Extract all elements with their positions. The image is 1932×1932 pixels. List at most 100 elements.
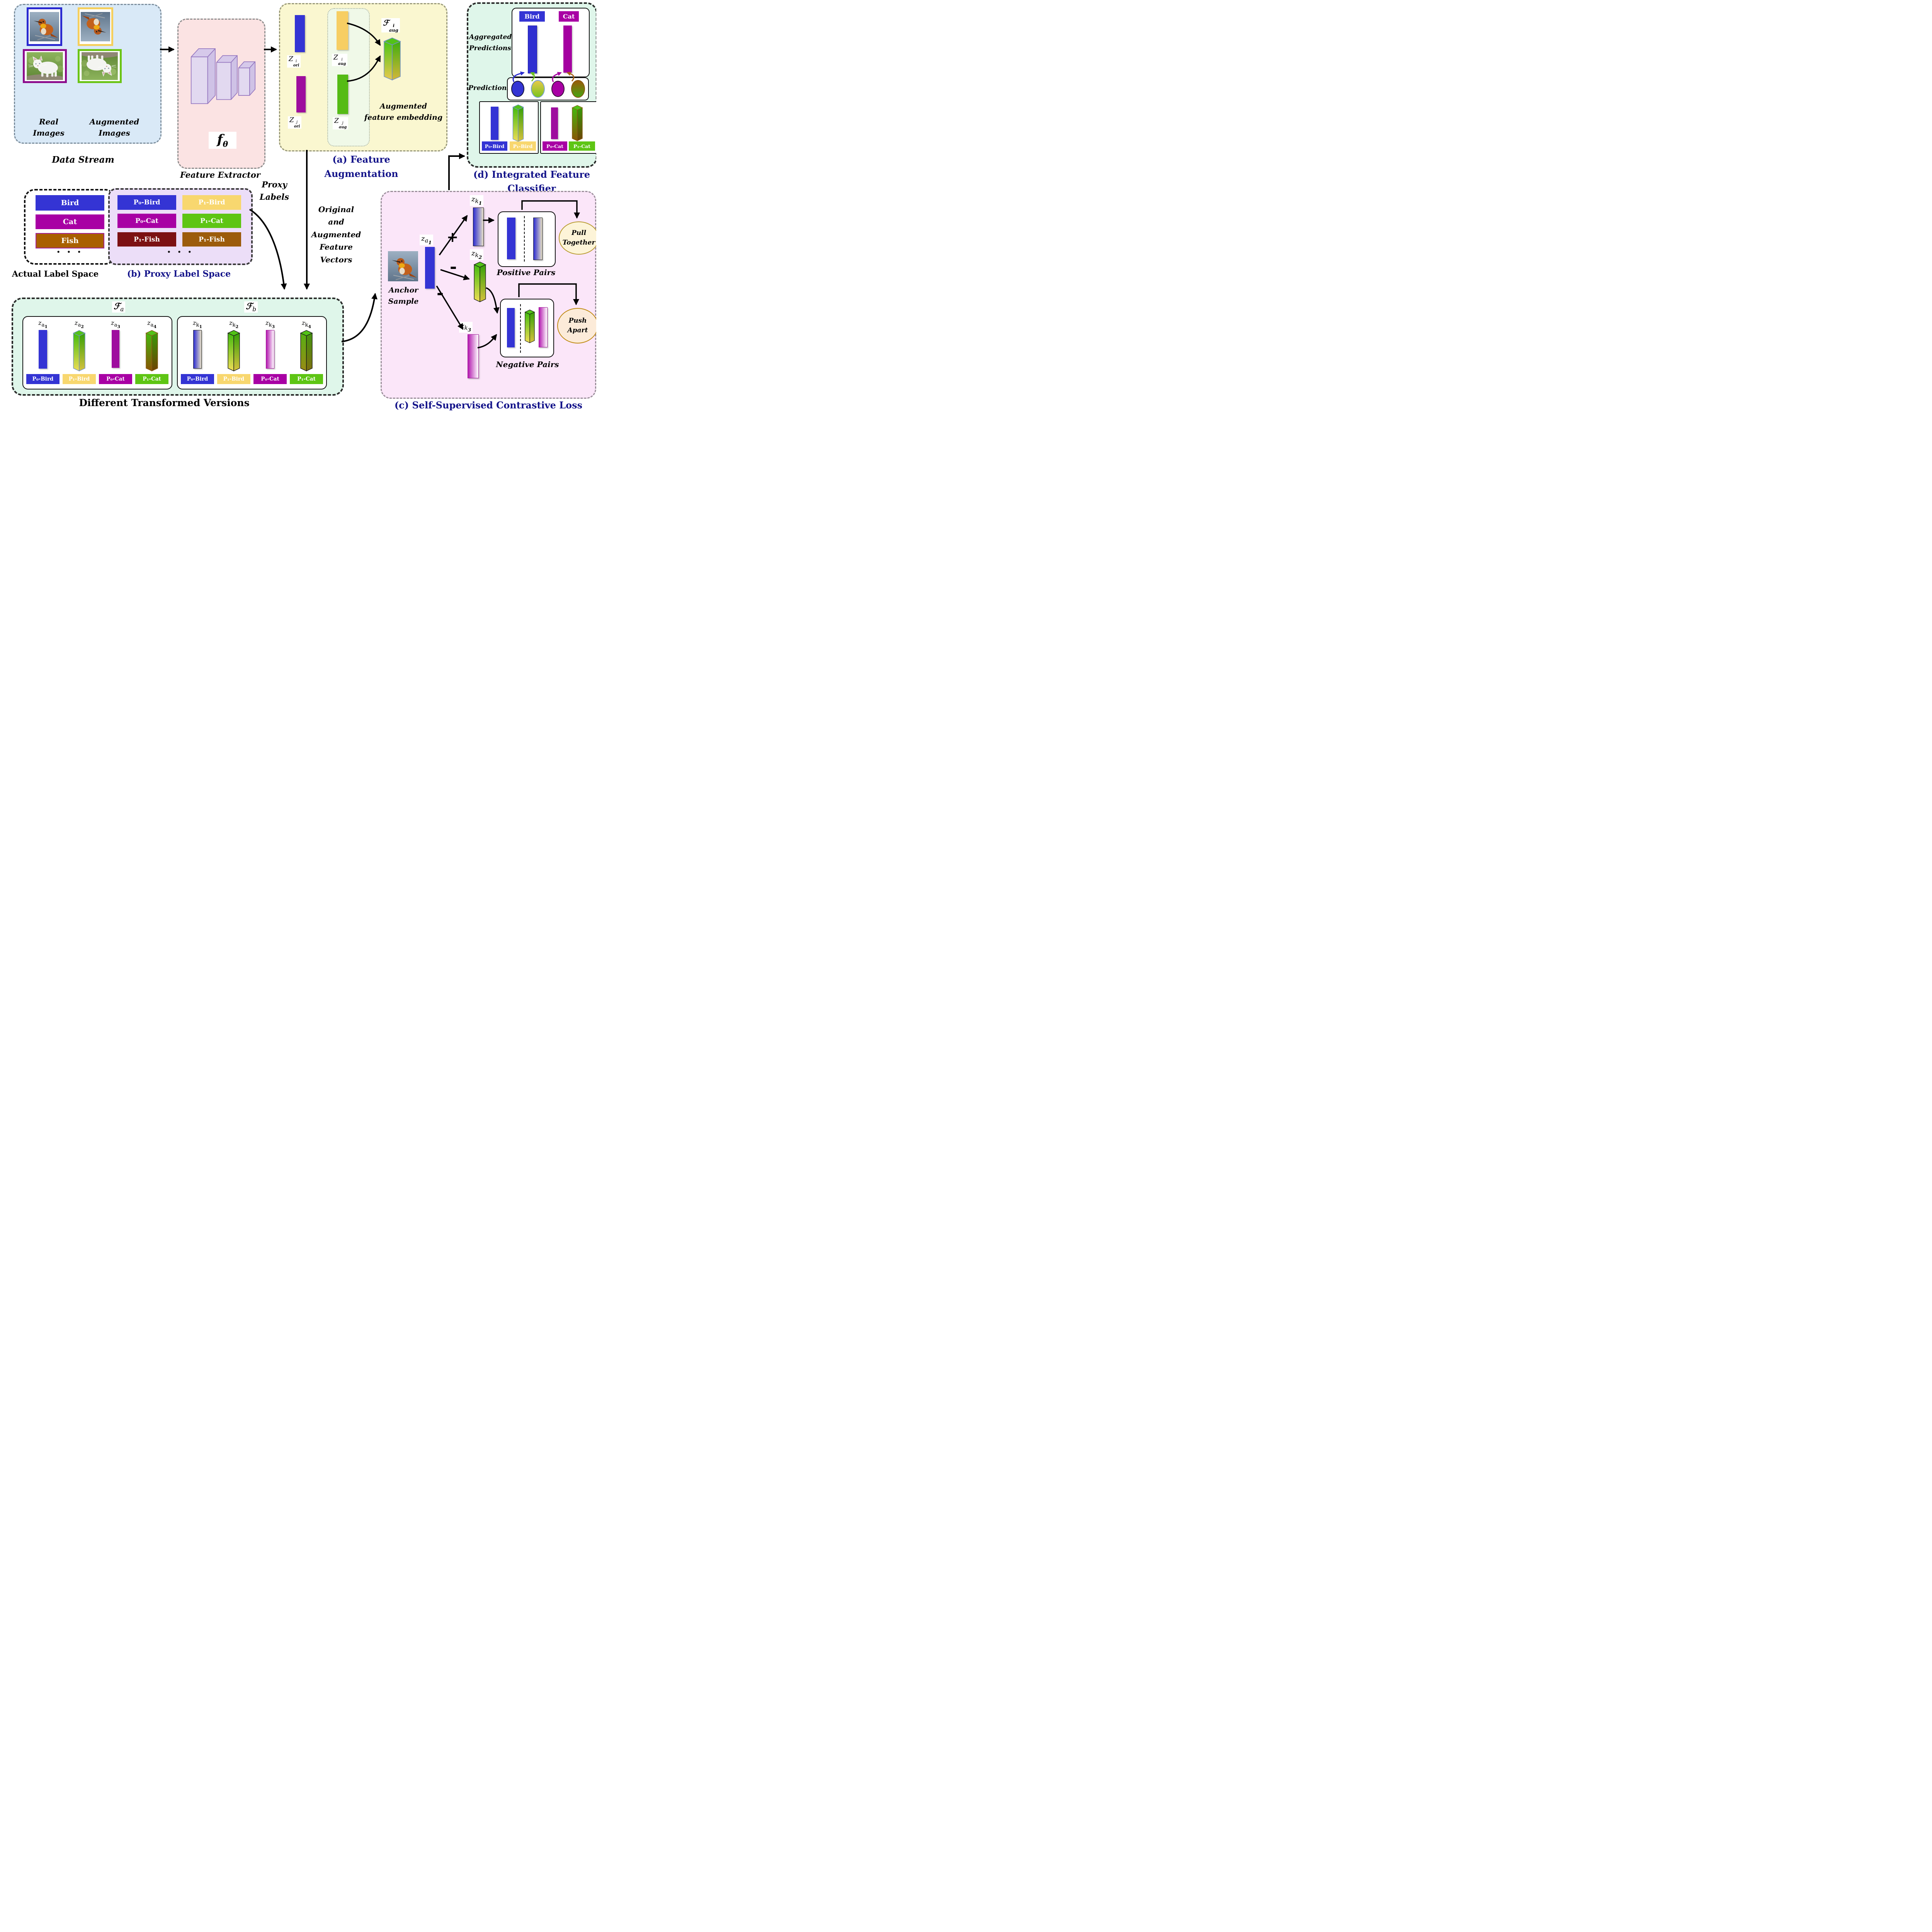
fb-col-4: zk4 P₁-Cat bbox=[288, 319, 325, 386]
fb-title: ℱb bbox=[244, 301, 258, 313]
z-k1-pos-label: zk1 bbox=[470, 195, 484, 206]
z-k1-bar bbox=[473, 207, 484, 246]
p0-cat-bar bbox=[551, 107, 558, 139]
z-k3-bar bbox=[468, 334, 479, 378]
negative-key-bar-3d bbox=[524, 310, 535, 344]
real-bird-image bbox=[27, 7, 62, 46]
contrastive-loss-caption: (c) Self-Supervised Contrastive Loss bbox=[394, 400, 583, 411]
feature-bar-3d-green-olive bbox=[300, 330, 313, 372]
fa-chip-1: P₀-Bird bbox=[26, 374, 60, 384]
z-a2-label: za2 bbox=[75, 319, 84, 330]
p0-bird-chip: P₀-Bird bbox=[482, 141, 507, 151]
data-stream-caption: Data Stream bbox=[52, 155, 114, 165]
augmented-embedding-bar bbox=[383, 37, 401, 81]
anchor-feature-bar bbox=[425, 247, 435, 289]
fa-chip-2: P₁-Bird bbox=[62, 374, 96, 384]
negative-pairs-label: Negative Pairs bbox=[496, 360, 559, 369]
feature-bar-blue bbox=[39, 330, 47, 369]
proxy-label-space-box: P₀-Bird P₁-Bird P₀-Cat P₁-Cat P₁-Fish P₁… bbox=[108, 188, 253, 265]
negative-anchor-bar bbox=[507, 308, 515, 347]
predictions-label: Predictions bbox=[468, 84, 510, 92]
positive-pairs-label: Positive Pairs bbox=[497, 268, 556, 277]
actual-label-space-caption: Actual Label Space bbox=[12, 269, 99, 279]
arrow-proxyspace-to-transformed bbox=[249, 209, 287, 290]
label-cat: Cat bbox=[36, 214, 104, 229]
z-ori-j-bar bbox=[296, 76, 306, 112]
feature-extractor-caption: Feature Extractor bbox=[180, 170, 260, 180]
cat-proxy-box: P₀-Cat P₁-Cat bbox=[540, 101, 596, 154]
plus-sign: + bbox=[447, 229, 459, 245]
z-ori-i-bar bbox=[295, 15, 305, 52]
fb-col-3: zk3 P₀-Cat bbox=[252, 319, 288, 386]
fa-title: ℱa bbox=[112, 301, 126, 313]
proxy-chip-p1-cat: P₁-Cat bbox=[182, 214, 241, 228]
z-a3-label: za3 bbox=[111, 319, 120, 330]
positive-divider bbox=[524, 216, 525, 262]
transformed-versions-caption: Different Transformed Versions bbox=[79, 397, 250, 408]
fa-col-1: za1 P₀-Bird bbox=[25, 319, 61, 386]
minus-sign-2: - bbox=[437, 283, 444, 303]
p1-cat-chip: P₁-Cat bbox=[569, 141, 595, 151]
z-k2-bar-3d bbox=[473, 262, 486, 303]
p0-bird-bar bbox=[491, 107, 498, 140]
proxy-chip-p1-fish-a: P₁-Fish bbox=[117, 232, 176, 247]
bird-photo-flipped bbox=[81, 10, 110, 43]
label-bird: Bird bbox=[36, 195, 104, 211]
z-k2-neg-label: zk2 bbox=[470, 249, 484, 260]
positive-pairs-box bbox=[498, 211, 556, 267]
actual-space-ellipsis: • • • bbox=[56, 248, 83, 255]
augmented-bird-image bbox=[78, 7, 113, 46]
arrow-transformed-to-contrastive bbox=[341, 293, 378, 342]
z-a4-label: za4 bbox=[147, 319, 156, 330]
proxy-chip-p1-fish-b: P₁-Fish bbox=[182, 232, 241, 247]
aggregated-bird-bar bbox=[528, 26, 537, 73]
positive-key-bar bbox=[533, 218, 543, 260]
transformed-versions-box: ℱa ℱb za1 P₀-Bird za2 P₁-Bird za3 P₀-Cat bbox=[12, 298, 344, 396]
p0-cat-chip: P₀-Cat bbox=[543, 141, 567, 151]
arrow-contrastive-to-classifier bbox=[448, 153, 465, 190]
proxy-label-space-caption: (b) Proxy Label Space bbox=[127, 269, 231, 279]
cnn-slabs-icon bbox=[190, 48, 256, 104]
proxy-chip-p1-bird: P₁-Bird bbox=[182, 195, 241, 210]
fa-chip-4: P₁-Cat bbox=[135, 374, 169, 384]
actual-label-space-box: Bird Cat Fish • • • bbox=[24, 189, 116, 265]
z-aug-i-bar bbox=[337, 11, 348, 50]
prediction-dot-magenta bbox=[551, 81, 565, 97]
z-k3-neg-label: zk3 bbox=[459, 322, 473, 333]
feature-extractor-box: fθ bbox=[177, 19, 265, 169]
bird-class-chip: Bird bbox=[519, 11, 545, 22]
aggregated-cat-bar bbox=[563, 26, 572, 73]
p1-cat-bar-3d bbox=[571, 105, 583, 141]
z-k4-label: zk4 bbox=[301, 319, 311, 330]
positive-anchor-bar bbox=[507, 218, 515, 259]
feature-bar-blue-cream bbox=[193, 330, 202, 369]
cat-photo bbox=[26, 52, 64, 80]
fb-group-box: zk1 P₀-Bird zk2 P₁-Bird zk3 P₀-Cat zk4 bbox=[177, 316, 327, 389]
cat-class-chip: Cat bbox=[559, 11, 579, 22]
proxy-chip-p0-cat: P₀-Cat bbox=[117, 214, 176, 228]
feature-bar-3d-green-brown bbox=[145, 330, 158, 372]
augmented-cat-image bbox=[78, 49, 122, 83]
p1-bird-bar-3d bbox=[512, 104, 524, 142]
negative-divider bbox=[520, 304, 521, 353]
prediction-dot-gradient-bird bbox=[531, 80, 545, 98]
p1-bird-chip: P₁-Bird bbox=[510, 141, 536, 151]
prediction-dot-gradient-cat bbox=[571, 80, 585, 98]
proxy-space-ellipsis: • • • bbox=[167, 248, 194, 255]
